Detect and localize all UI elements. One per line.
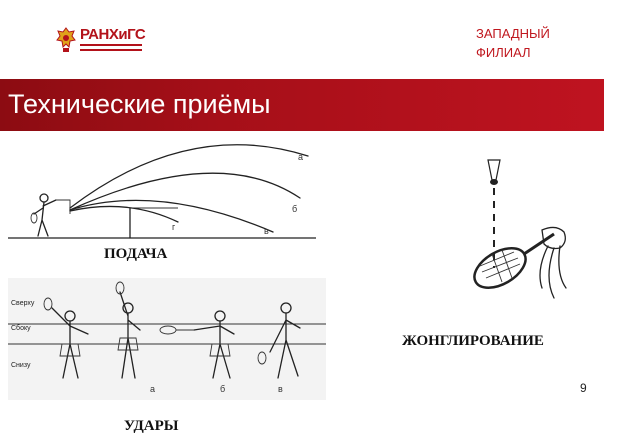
strokes-caption: УДАРЫ bbox=[124, 418, 179, 434]
trajectory-letter-b: б bbox=[292, 204, 297, 214]
logo-underline bbox=[80, 44, 142, 51]
trajectory-v bbox=[69, 199, 274, 233]
trajectory-a bbox=[69, 144, 309, 209]
figure-letter-a: а bbox=[150, 384, 155, 394]
stroke-player-3-figure bbox=[159, 310, 235, 379]
serving-player-figure bbox=[30, 193, 71, 237]
branch-name: ЗАПАДНЫЙ ФИЛИАЛ bbox=[476, 24, 550, 62]
branch-line-1: ЗАПАДНЫЙ bbox=[476, 26, 550, 41]
branch-line-2: ФИЛИАЛ bbox=[476, 45, 531, 60]
serve-caption: ПОДАЧА bbox=[104, 246, 168, 262]
figure-letter-b: б bbox=[220, 384, 225, 394]
slide-title: Технические приёмы bbox=[8, 89, 271, 119]
racket-icon bbox=[473, 232, 555, 289]
stroke-player-4-figure bbox=[257, 302, 301, 379]
hand-icon bbox=[539, 226, 567, 299]
stroke-player-1-figure bbox=[43, 297, 89, 379]
stroke-label-side: Сбоку bbox=[11, 324, 31, 332]
trajectory-b bbox=[69, 172, 301, 211]
ranepa-logo: РАНХиГС bbox=[55, 24, 146, 58]
page-number: 9 bbox=[580, 381, 587, 395]
eagle-emblem-icon bbox=[56, 27, 76, 52]
strokes-illustration: Сверху Сбоку Снизу bbox=[8, 278, 326, 400]
logo-text: РАНХиГС bbox=[80, 26, 146, 43]
stroke-player-2-figure bbox=[115, 281, 141, 379]
figure-letter-v: в bbox=[278, 384, 283, 394]
serve-illustration: а б в г bbox=[8, 144, 316, 239]
trajectory-letter-g: г bbox=[172, 222, 176, 232]
title-bar: Технические приёмы bbox=[0, 79, 604, 131]
trajectory-letter-v: в bbox=[264, 226, 269, 236]
trajectory-g bbox=[69, 205, 179, 223]
shuttlecock-icon bbox=[487, 159, 501, 185]
trajectory-letter-a: а bbox=[298, 152, 303, 162]
juggling-caption: ЖОНГЛИРОВАНИЕ bbox=[402, 333, 544, 349]
stroke-label-overhead: Сверху bbox=[11, 300, 35, 307]
stroke-label-under: Снизу bbox=[11, 362, 31, 369]
juggling-illustration bbox=[473, 159, 567, 299]
